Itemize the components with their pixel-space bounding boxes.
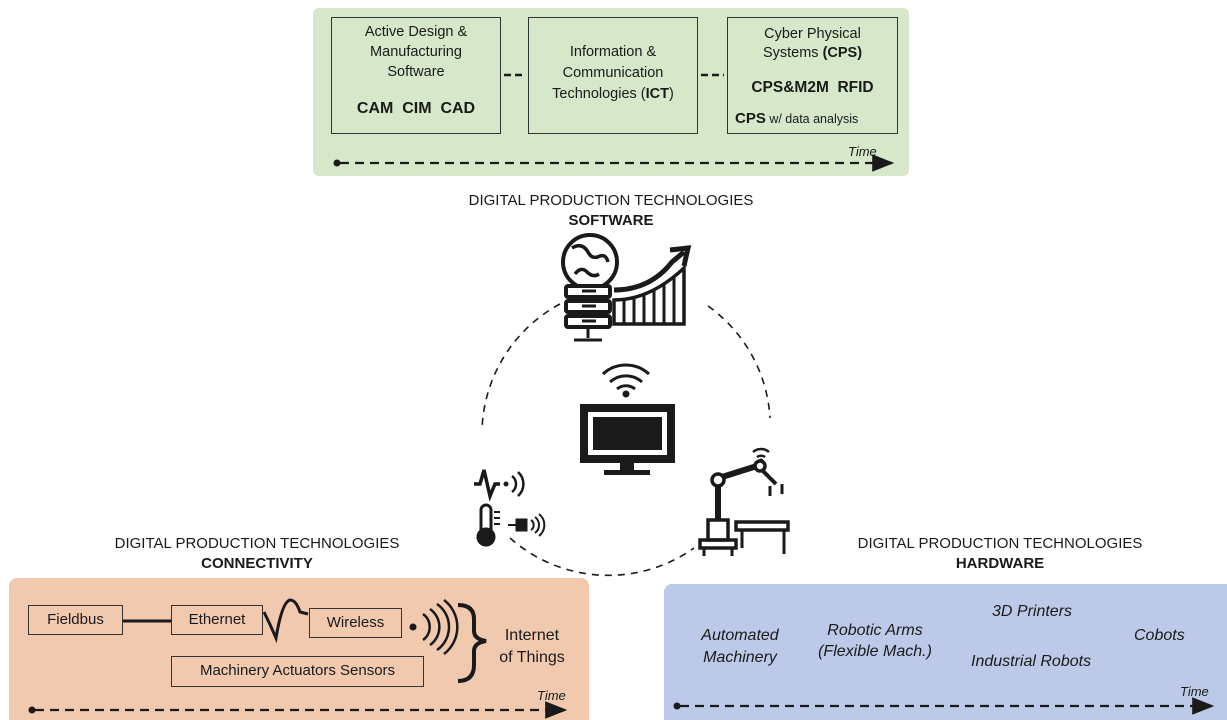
wifi-icon xyxy=(601,363,651,398)
automated-line1: Automated xyxy=(701,627,779,644)
robotic-arms-line1: Robotic Arms xyxy=(827,622,923,639)
robotic-arm-icon xyxy=(698,447,790,556)
monitor-icon xyxy=(580,404,675,475)
machinery-box: Machinery Actuators Sensors xyxy=(171,656,424,687)
wireless-label: Wireless xyxy=(326,614,385,631)
heartbeat-signal-icon xyxy=(474,469,525,502)
hardware-caption-line2: HARDWARE xyxy=(955,555,1045,572)
cobots-label: Cobots xyxy=(1134,627,1185,644)
connectivity-time-label: Time xyxy=(537,688,566,703)
hardware-time-label: Time xyxy=(1180,684,1209,699)
cps-line2-prefix: Systems xyxy=(762,45,823,61)
ict-line2: Communication xyxy=(562,65,664,81)
ict-line1: Information & xyxy=(569,44,657,60)
wireless-box: Wireless xyxy=(309,608,402,638)
ict-line3-suffix: ) xyxy=(669,86,674,102)
robotic-arms-line2: (Flexible Mach.) xyxy=(818,643,932,660)
growth-chart-icon xyxy=(612,245,692,326)
iot-line2: of Things xyxy=(499,649,565,666)
cps-bold: CPS xyxy=(735,110,766,127)
software-panel xyxy=(313,8,909,176)
ict-line3-prefix: Technologies ( xyxy=(552,86,646,102)
ict-line3: Technologies (ICT) xyxy=(528,84,698,105)
ethernet-wireless-squiggle xyxy=(262,598,309,644)
thermometer-icon xyxy=(476,503,500,547)
central-dashed-circle xyxy=(481,303,771,577)
software-box-cps xyxy=(727,17,898,134)
cam-cim-cad-label: CAM CIM CAD xyxy=(356,100,476,117)
software-time-label: Time xyxy=(848,144,877,159)
globe-server-icon xyxy=(561,233,619,342)
cps-data-analysis-rest: w/ data analysis xyxy=(765,112,859,126)
hardware-caption-line1: DIGITAL PRODUCTION TECHNOLOGIES xyxy=(857,535,1143,552)
connectivity-panel xyxy=(9,578,589,720)
cps-line1: Cyber Physical xyxy=(764,26,861,42)
industrial-robots-label: Industrial Robots xyxy=(971,653,1092,670)
iot-brace xyxy=(457,603,487,683)
3d-printers-label: 3D Printers xyxy=(992,603,1073,620)
software-caption-line2: SOFTWARE xyxy=(568,212,654,229)
hardware-panel xyxy=(664,584,1227,720)
ict-acronym: ICT xyxy=(645,86,669,102)
ethernet-label: Ethernet xyxy=(188,611,246,628)
software-caption-line1: DIGITAL PRODUCTION TECHNOLOGIES xyxy=(468,192,754,209)
cps-m2m-rfid-label: CPS&M2M RFID xyxy=(751,79,874,96)
hardware-timeline-arrow xyxy=(673,697,1215,715)
connectivity-caption-line2: CONNECTIVITY xyxy=(201,555,313,572)
software-box-ict xyxy=(528,17,698,134)
cps-acronym: (CPS) xyxy=(822,45,863,61)
fieldbus-box: Fieldbus xyxy=(28,605,123,635)
iot-line1: Internet xyxy=(504,627,560,644)
cps-data-analysis-label: CPS w/ data analysis xyxy=(735,110,858,127)
sound-sensor-icon xyxy=(508,513,546,537)
active-design-line2: Manufacturing xyxy=(370,44,462,60)
connectivity-timeline-arrow xyxy=(28,701,568,719)
software-timeline-arrow xyxy=(333,154,895,172)
ethernet-box: Ethernet xyxy=(171,605,263,635)
cps-line2: Systems (CPS) xyxy=(727,44,898,63)
active-design-line3: Software xyxy=(387,64,445,80)
active-design-line1: Active Design & xyxy=(364,24,468,40)
wireless-signal-icon xyxy=(409,599,459,655)
connectivity-caption-line1: DIGITAL PRODUCTION TECHNOLOGIES xyxy=(114,535,400,552)
software-box-active-design xyxy=(331,17,501,134)
automated-line2: Machinery xyxy=(703,649,777,666)
machinery-label: Machinery Actuators Sensors xyxy=(199,662,396,679)
fieldbus-label: Fieldbus xyxy=(47,611,104,628)
